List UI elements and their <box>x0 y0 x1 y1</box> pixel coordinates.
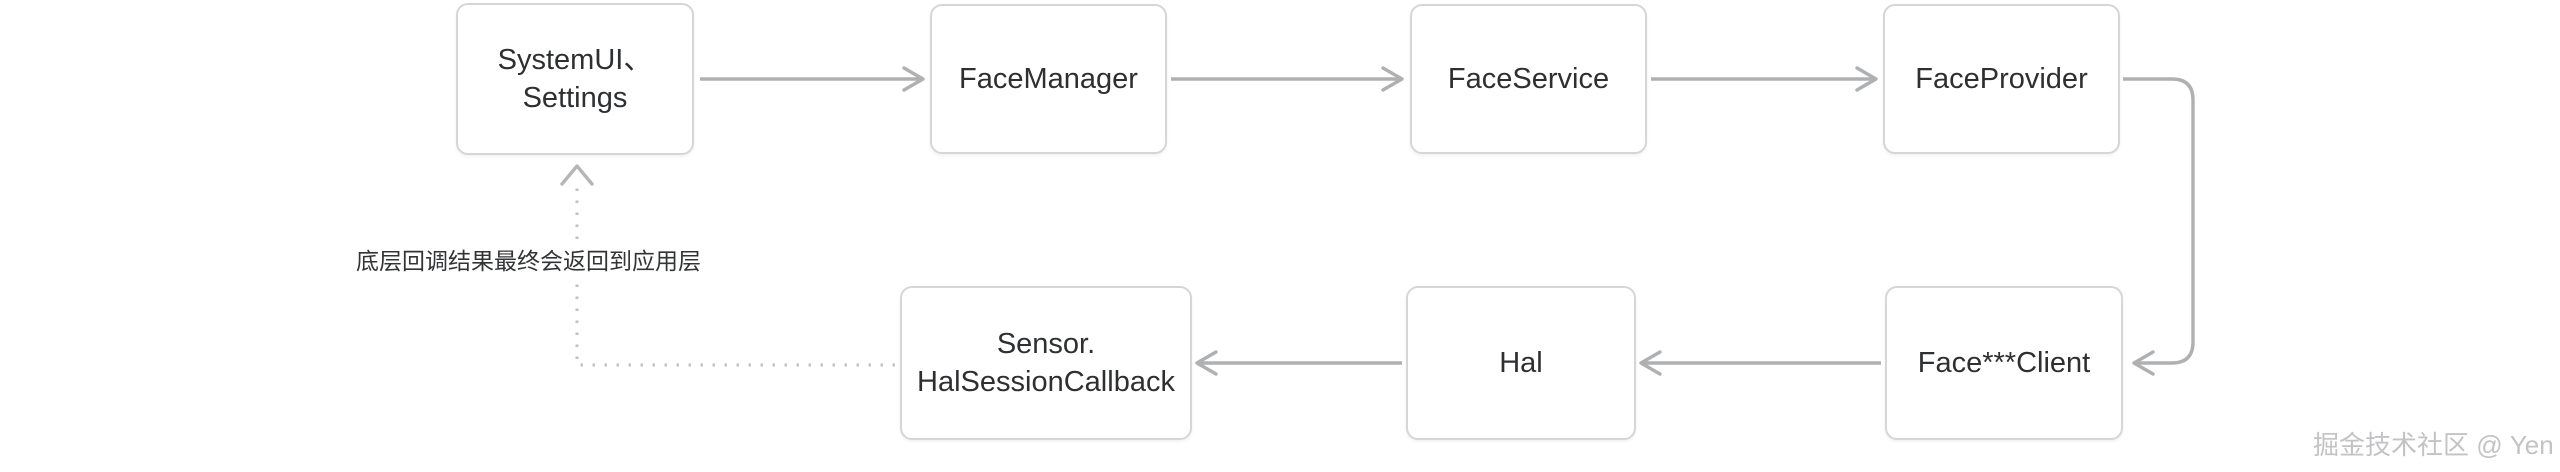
node-faceservice: FaceService <box>1410 4 1647 154</box>
node-label: HalSessionCallback <box>917 366 1175 398</box>
node-label: FaceService <box>1447 63 1610 95</box>
node-label: SystemUI、 <box>497 44 653 76</box>
node-sensor-halsessioncallback: Sensor. HalSessionCallback <box>900 286 1192 440</box>
node-systemui-settings: SystemUI、 Settings <box>456 3 694 155</box>
node-label: FaceManager <box>959 63 1138 95</box>
arrow-faceprovider-to-faceclient <box>2123 77 2195 376</box>
node-faceprovider: FaceProvider <box>1883 4 2120 154</box>
node-label: FaceProvider <box>1915 63 2088 95</box>
callback-annotation: 底层回调结果最终会返回到应用层 <box>352 244 705 278</box>
node-label: Sensor. <box>996 328 1096 360</box>
watermark-text: 掘金技术社区 @ Yen <box>2313 430 2554 460</box>
node-label: Settings <box>522 82 628 114</box>
dotted-callback-arrowhead <box>560 164 594 186</box>
node-label: Face***Client <box>1917 347 2091 379</box>
node-faceclient: Face***Client <box>1885 286 2123 440</box>
node-facemanager: FaceManager <box>930 4 1167 154</box>
node-label: Hal <box>1499 347 1543 379</box>
node-hal: Hal <box>1406 286 1636 440</box>
